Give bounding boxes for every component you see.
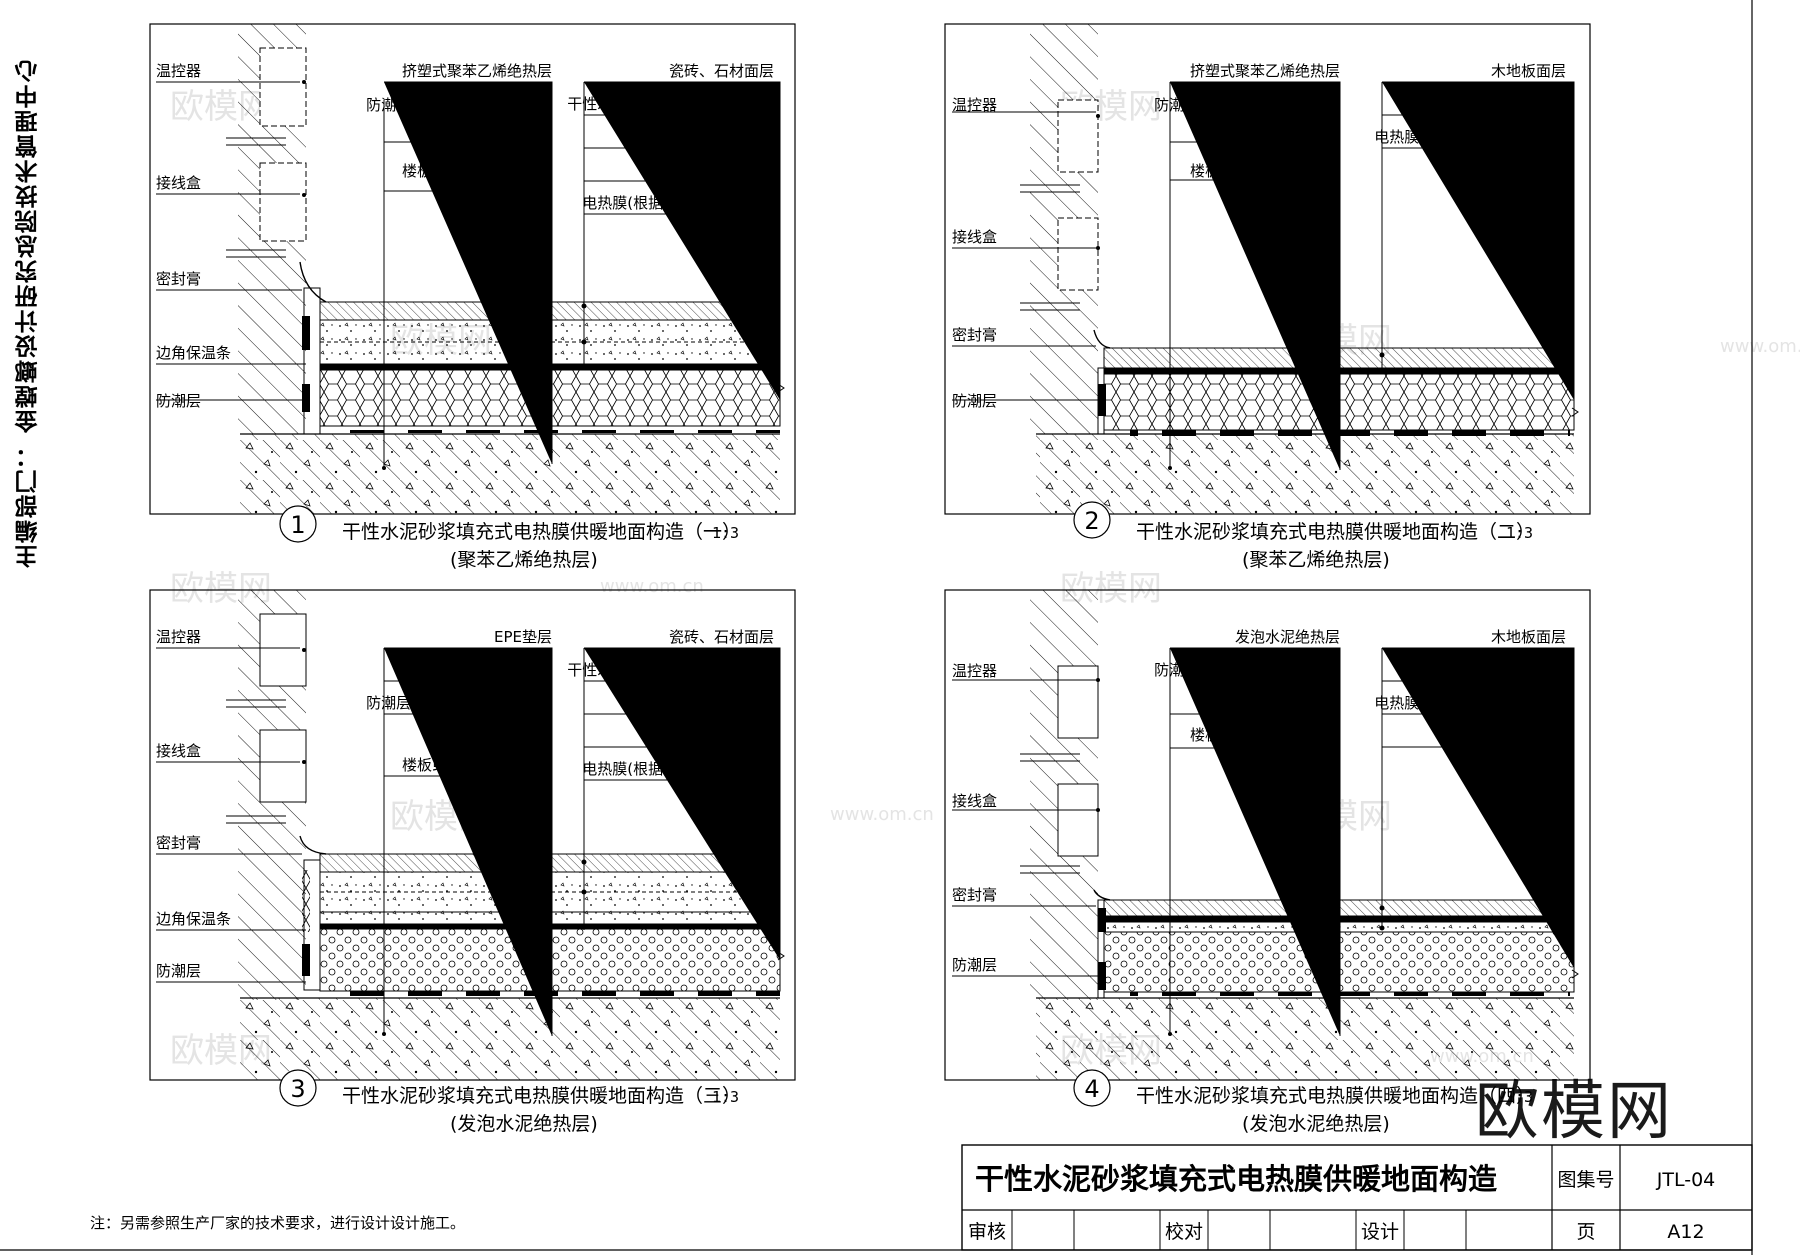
svg-text:(聚苯乙烯绝热层): (聚苯乙烯绝热层) — [1242, 549, 1390, 571]
svg-text:保护膜(PE): 保护膜(PE) — [699, 161, 774, 179]
svg-text:与土壤相邻房间): 与土壤相邻房间) — [1229, 118, 1340, 136]
svg-text:楼板或与土壤相邻地面: 楼板或与土壤相邻地面 — [1190, 726, 1340, 744]
svg-text:金属网: 金属网 — [729, 694, 774, 712]
svg-text:(发泡水泥绝热层): (发泡水泥绝热层) — [450, 1113, 598, 1135]
svg-text:干性水泥砂浆填充式电热膜供暖地面构造（二）: 干性水泥砂浆填充式电热膜供暖地面构造（二） — [1136, 521, 1535, 543]
svg-text:EPE垫层: EPE垫层 — [1508, 727, 1566, 745]
svg-text:木地板面层: 木地板面层 — [1491, 628, 1566, 646]
svg-text:挤塑式聚苯乙烯绝热层: 挤塑式聚苯乙烯绝热层 — [1190, 62, 1340, 80]
svg-text:与土壤相邻房间): 与土壤相邻房间) — [441, 716, 552, 734]
atlas-number: JTL-04 — [1656, 1169, 1716, 1191]
svg-text:4: 4 — [1084, 1075, 1099, 1103]
svg-text:温控器: 温控器 — [952, 96, 997, 114]
footnote: 注：另需参照生产厂家的技术要求，进行设计设计施工。 — [90, 1214, 465, 1232]
svg-text:与土壤相邻房间): 与土壤相邻房间) — [441, 118, 552, 136]
svg-text:1:3: 1:3 — [1506, 1088, 1533, 1106]
svg-text:密封膏: 密封膏 — [952, 886, 997, 904]
review-label: 审核 — [968, 1221, 1006, 1243]
svg-text:1:3: 1:3 — [1506, 524, 1533, 542]
svg-text:防潮层(卫生间等潮湿房间、: 防潮层(卫生间等潮湿房间、 — [366, 694, 552, 712]
brand-logo: 欧模网 — [1475, 1075, 1673, 1149]
design-label: 设计 — [1361, 1221, 1399, 1243]
svg-text:防潮层: 防潮层 — [952, 392, 997, 410]
detail-subtitle: (聚苯乙烯绝热层) — [450, 549, 598, 571]
detail-3: 温控器 接线盒 密封膏 边角保温条 防潮层 EPE垫层 发泡水泥绝热层 防潮层(… — [149, 589, 796, 1135]
svg-text:楼板或与土壤相邻地面: 楼板或与土壤相邻地面 — [402, 756, 552, 774]
svg-text:金属网: 金属网 — [729, 128, 774, 146]
svg-text:防潮层(卫生间等潮湿房间、: 防潮层(卫生间等潮湿房间、 — [366, 96, 552, 114]
svg-text:瓷砖、石材面层: 瓷砖、石材面层 — [669, 62, 774, 80]
svg-text:防潮层(卫生间等潮湿房间、: 防潮层(卫生间等潮湿房间、 — [1154, 96, 1340, 114]
svg-text:电热膜(根据需要做过热保护): 电热膜(根据需要做过热保护) — [582, 760, 774, 778]
label-thermostat: 温控器 — [156, 62, 201, 80]
page-number: A12 — [1667, 1221, 1704, 1243]
label-sealant: 密封膏 — [156, 270, 201, 288]
svg-text:楼板或与土壤相邻地面: 楼板或与土壤相邻地面 — [1190, 162, 1340, 180]
svg-text:(发泡水泥绝热层): (发泡水泥绝热层) — [1242, 1113, 1390, 1135]
svg-text:防潮层: 防潮层 — [952, 956, 997, 974]
svg-text:与土壤相邻房间): 与土壤相邻房间) — [1229, 683, 1340, 701]
detail-1: 温控器 接线盒 密封膏 边角保温条 防潮层 挤塑式聚苯乙烯绝热层 防潮层(卫生间… — [149, 23, 796, 571]
svg-text:温控器: 温控器 — [952, 662, 997, 680]
svg-text:边角保温条: 边角保温条 — [156, 910, 231, 928]
svg-text:干性水泥砂浆填充式电热膜供暖地面构造（三）: 干性水泥砂浆填充式电热膜供暖地面构造（三） — [342, 1085, 741, 1107]
svg-text:防潮层: 防潮层 — [156, 962, 201, 980]
detail-scale: 1:3 — [712, 524, 739, 542]
svg-text:防潮层(卫生间等潮湿房间、: 防潮层(卫生间等潮湿房间、 — [1154, 661, 1340, 679]
svg-text:1:3: 1:3 — [712, 1088, 739, 1106]
detail-title: 干性水泥砂浆填充式电热膜供暖地面构造（一） — [342, 521, 741, 543]
title-block: 干性水泥砂浆填充式电热膜供暖地面构造 图集号 JTL-04 审核 校对 设计 页… — [961, 1144, 1753, 1251]
label-junction-box: 接线盒 — [156, 174, 201, 192]
svg-text:温控器: 温控器 — [156, 628, 201, 646]
svg-text:接线盒: 接线盒 — [952, 228, 997, 246]
watermark-url: www.om.cn — [600, 576, 704, 597]
label-edge-insulation: 边角保温条 — [156, 344, 231, 362]
svg-text:电热膜(根据需要做过热保护): 电热膜(根据需要做过热保护) — [1374, 694, 1566, 712]
svg-text:密封膏: 密封膏 — [952, 326, 997, 344]
svg-text:电热膜(根据需要做过热保护): 电热膜(根据需要做过热保护) — [1374, 128, 1566, 146]
page-label: 页 — [1576, 1221, 1595, 1243]
svg-text:密封膏: 密封膏 — [156, 834, 201, 852]
svg-text:地板垫: 地板垫 — [1521, 95, 1566, 113]
check-label: 校对 — [1165, 1221, 1203, 1243]
svg-text:发泡水泥绝热层: 发泡水泥绝热层 — [447, 661, 552, 679]
svg-text:接线盒: 接线盒 — [156, 742, 201, 760]
svg-text:2: 2 — [1084, 507, 1099, 535]
svg-text:EPE垫层: EPE垫层 — [494, 628, 552, 646]
svg-text:挤塑式聚苯乙烯绝热层: 挤塑式聚苯乙烯绝热层 — [402, 62, 552, 80]
svg-text:保护膜(PE): 保护膜(PE) — [699, 727, 774, 745]
watermark-url: www.om.cn — [830, 804, 934, 825]
svg-text:楼板或与土壤相邻地面: 楼板或与土壤相邻地面 — [402, 162, 552, 180]
svg-text:发泡水泥绝热层: 发泡水泥绝热层 — [1235, 628, 1340, 646]
watermark-url: www.om.cn — [1720, 336, 1800, 357]
svg-text:干性水泥砂浆填充层(含金属网): 干性水泥砂浆填充层(含金属网) — [567, 95, 774, 113]
svg-text:地板垫: 地板垫 — [1521, 661, 1566, 679]
svg-text:干性水泥砂浆填充式电热膜供暖地面构造（四）: 干性水泥砂浆填充式电热膜供暖地面构造（四） — [1136, 1085, 1535, 1107]
detail-2: 温控器 接线盒 密封膏 防潮层 挤塑式聚苯乙烯绝热层 防潮层(卫生间等潮湿房间、… — [944, 23, 1591, 571]
svg-text:接线盒: 接线盒 — [952, 792, 997, 810]
atlas-label: 图集号 — [1557, 1169, 1614, 1191]
svg-text:3: 3 — [290, 1075, 305, 1103]
svg-text:电热膜(根据需要做过热保护): 电热膜(根据需要做过热保护) — [582, 194, 774, 212]
svg-text:瓷砖、石材面层: 瓷砖、石材面层 — [669, 628, 774, 646]
svg-text:木地板面层: 木地板面层 — [1491, 62, 1566, 80]
label-moisture-barrier: 防潮层 — [156, 392, 201, 410]
detail-number: 1 — [290, 511, 305, 539]
sheet-title: 干性水泥砂浆填充式电热膜供暖地面构造 — [975, 1162, 1497, 1196]
detail-4: 温控器 接线盒 密封膏 防潮层 发泡水泥绝热层 防潮层(卫生间等潮湿房间、 与土… — [944, 589, 1591, 1135]
svg-text:干性水泥砂浆填充层(含金属网): 干性水泥砂浆填充层(含金属网) — [567, 661, 774, 679]
